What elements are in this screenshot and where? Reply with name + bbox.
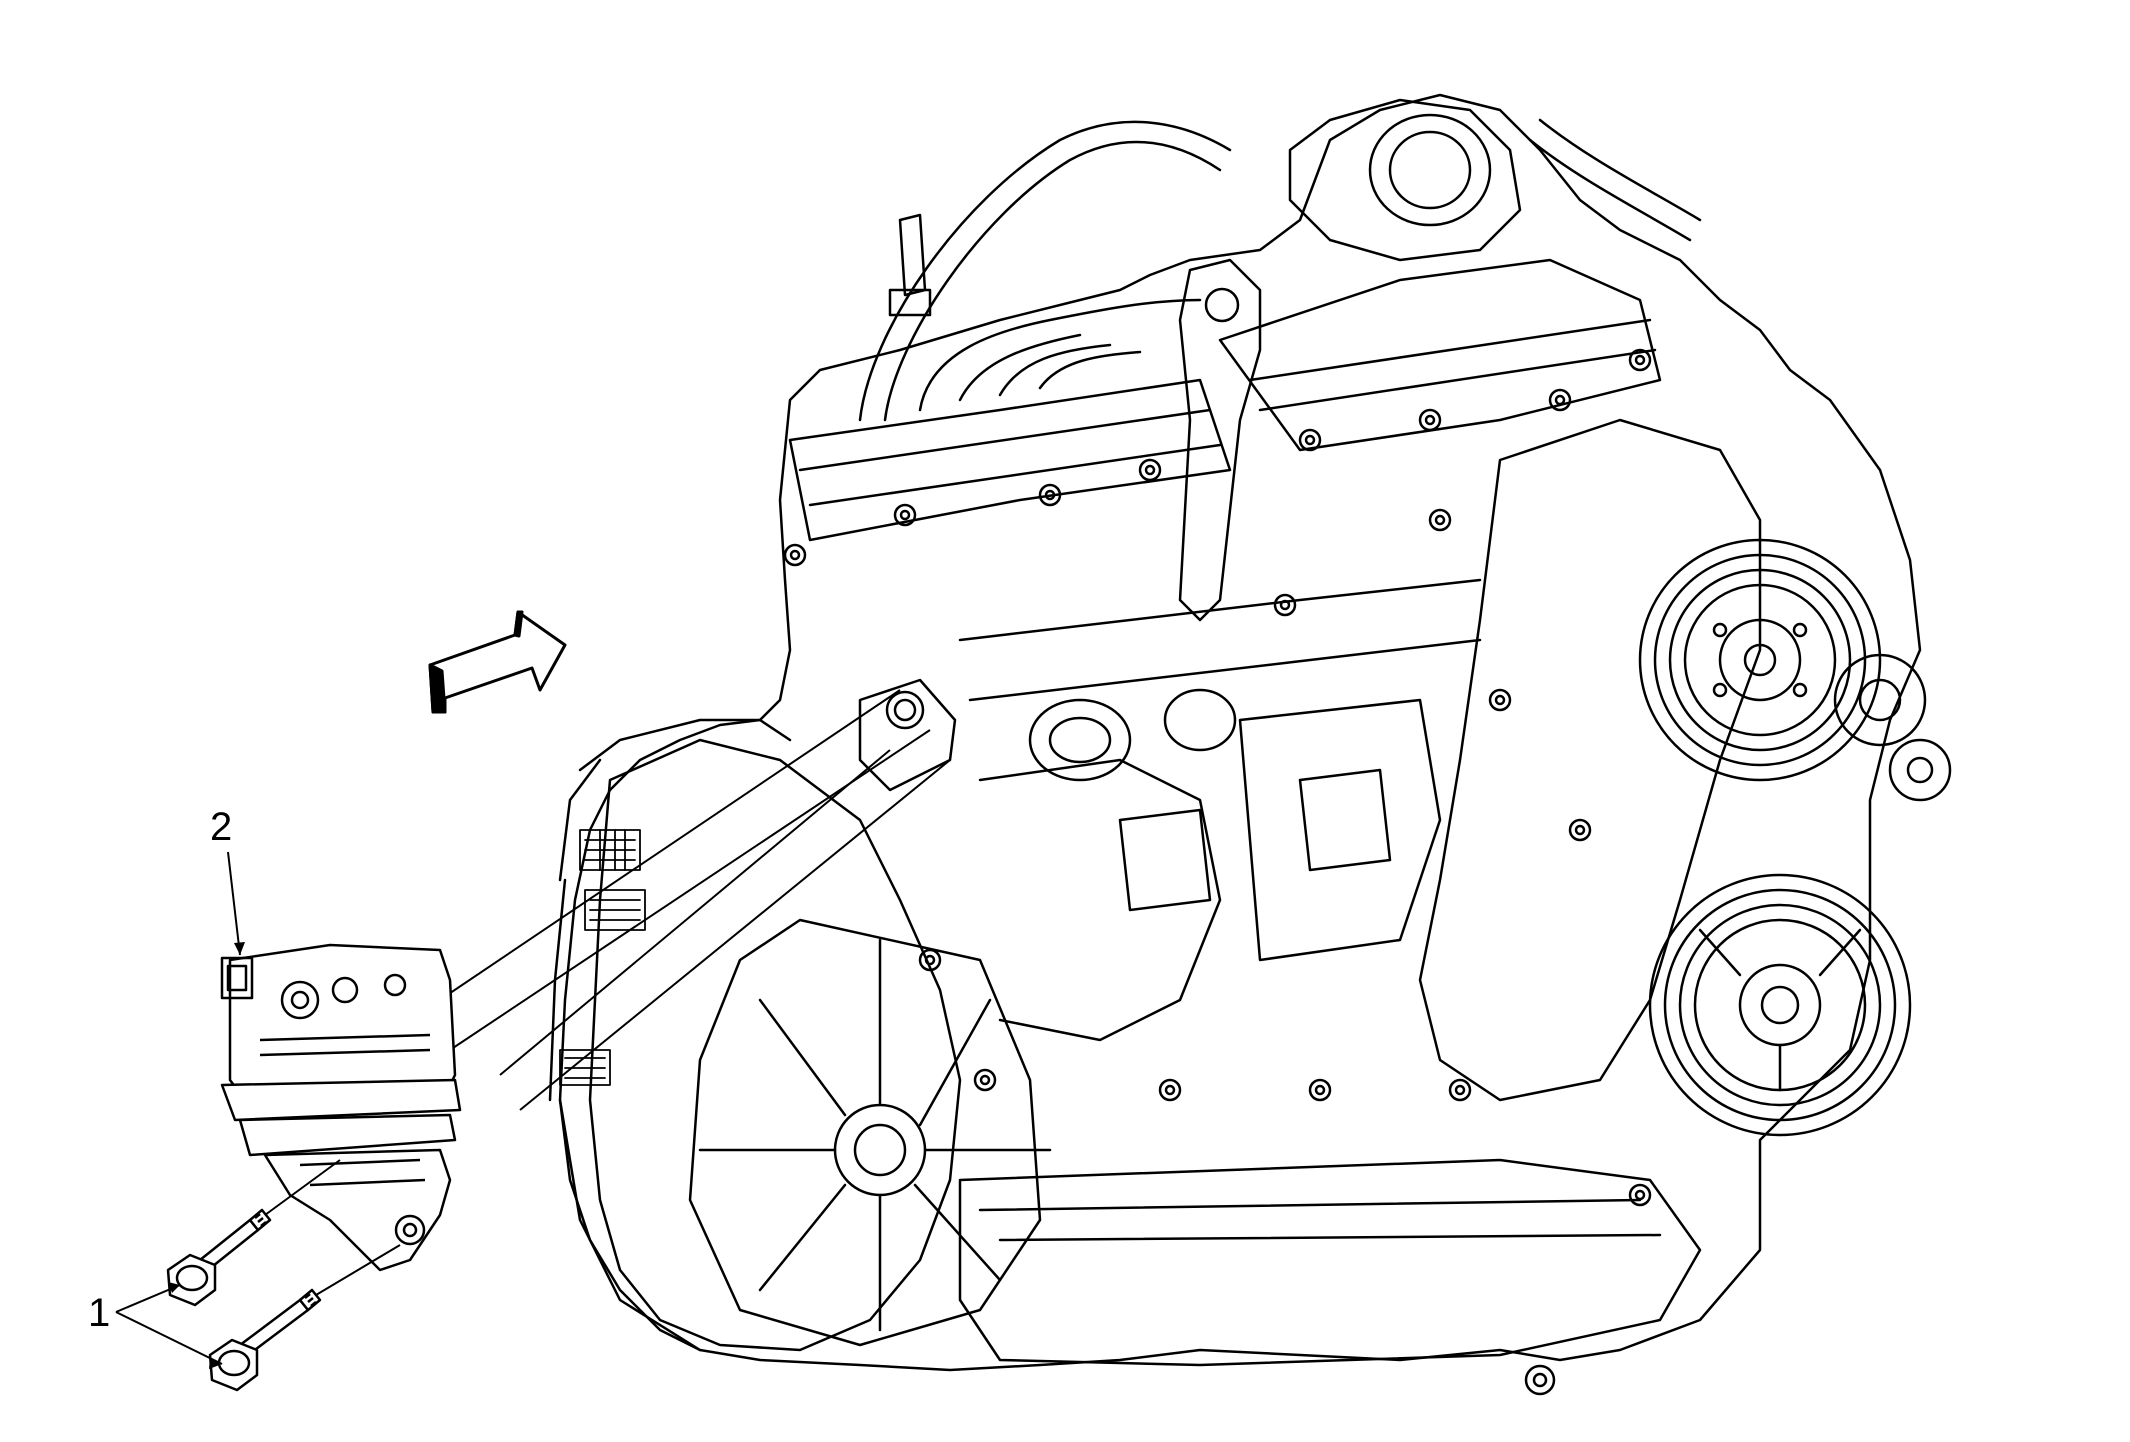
- callout-2-leader: [227, 851, 241, 956]
- lifting-bracket: [1178, 258, 1262, 622]
- cover-bolts: [783, 348, 1652, 1396]
- upper-hose: [858, 120, 1232, 422]
- callout-1-leader: [115, 1284, 181, 1313]
- callout-2: 2: [210, 805, 245, 956]
- alignment-guide-lines: [424, 689, 951, 1111]
- engine-outline: [558, 93, 1922, 1372]
- callout-label-1: 1: [88, 1291, 110, 1335]
- engine-transmission-assembly: [548, 93, 1952, 1396]
- bolt-guide-lines: [264, 1159, 401, 1296]
- transmission-housing: [588, 738, 962, 1352]
- front-cover: [1418, 418, 1762, 1102]
- valve-cover-right: [1218, 258, 1662, 452]
- intake-manifold: [918, 298, 1202, 412]
- engine-mount: [220, 943, 462, 1272]
- callout-label-2: 2: [210, 805, 232, 849]
- crankshaft-pulley: [1648, 873, 1912, 1137]
- oil-pan: [958, 1158, 1702, 1367]
- front-direction-arrow-icon: [428, 610, 567, 714]
- mount-bolt-upper: [166, 1208, 272, 1307]
- valve-cover-left: [788, 378, 1232, 542]
- throttle-body: [1288, 98, 1522, 262]
- accessory-pulley: [1638, 538, 1882, 782]
- transmission-grille: [559, 829, 646, 1086]
- callout-1: 1: [88, 1282, 223, 1369]
- transmission-webbing: [688, 918, 1052, 1347]
- mount-bolt-lower: [208, 1288, 322, 1392]
- idler-pulley: [1833, 653, 1927, 747]
